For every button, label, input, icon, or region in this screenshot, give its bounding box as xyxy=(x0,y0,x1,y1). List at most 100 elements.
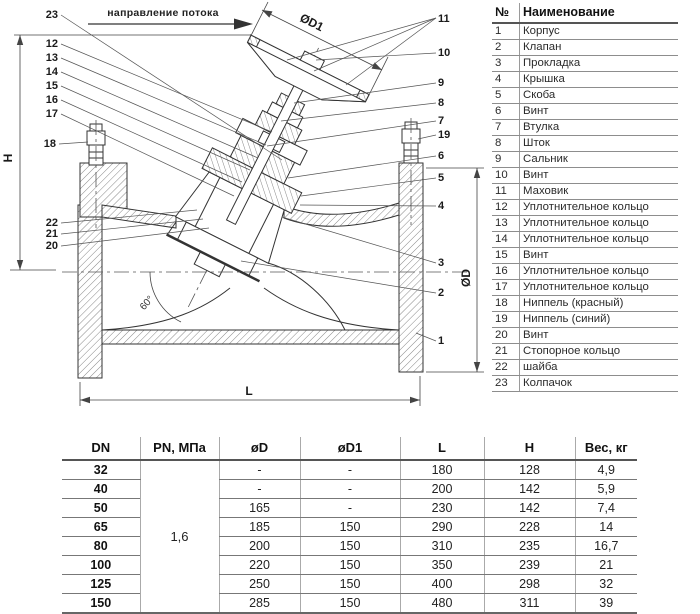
leader-lines xyxy=(58,14,437,342)
part-number: 3 xyxy=(492,55,520,72)
right-flange xyxy=(398,162,424,373)
callout-21: 21 xyxy=(46,228,58,240)
dims-cell: 200 xyxy=(399,479,484,499)
callout-5: 5 xyxy=(438,172,444,184)
interior-weir-right xyxy=(263,287,400,331)
dims-header-cell: Вес, кг xyxy=(574,437,637,461)
dims-cell: - xyxy=(218,479,300,499)
dims-cell: 125 xyxy=(62,574,140,594)
part-name: Сальник xyxy=(519,151,678,168)
part-name: Винт xyxy=(519,327,678,344)
dims-header-cell: H xyxy=(483,437,575,461)
callout-19: 19 xyxy=(438,129,450,141)
flow-direction-label: направление потока xyxy=(107,7,218,19)
interior-right-top xyxy=(267,262,346,331)
top-left-wall xyxy=(101,204,177,229)
parts-name-header: Наименование xyxy=(519,3,678,24)
dims-cell: 250 xyxy=(218,574,300,594)
callout-12: 12 xyxy=(46,38,58,50)
dimension-od xyxy=(426,167,484,373)
callout-6: 6 xyxy=(438,150,444,162)
dim-l-label: L xyxy=(245,384,252,398)
part-name: Стопорное кольцо xyxy=(519,343,678,360)
part-name: Корпус xyxy=(519,23,678,40)
part-number: 20 xyxy=(492,327,520,344)
part-name: Ниппель (красный) xyxy=(519,295,678,312)
dims-cell: 298 xyxy=(483,574,575,594)
dim-od1-label: ØD1 xyxy=(298,11,327,35)
part-name: Уплотнительное кольцо xyxy=(519,231,678,248)
callout-18: 18 xyxy=(44,138,56,150)
dims-cell: 150 xyxy=(299,517,400,537)
dims-header-cell: DN xyxy=(62,437,140,461)
part-name: Винт xyxy=(519,167,678,184)
part-name: Крышка xyxy=(519,71,678,88)
flow-direction: направление потока xyxy=(88,7,253,30)
dims-cell: 14 xyxy=(574,517,637,537)
dims-cell: 39 xyxy=(574,593,637,614)
dims-cell: 235 xyxy=(483,536,575,556)
callout-23: 23 xyxy=(46,9,58,21)
callout-13: 13 xyxy=(46,52,58,64)
dims-cell: 230 xyxy=(399,498,484,518)
dims-cell: 65 xyxy=(62,517,140,537)
callout-14: 14 xyxy=(46,66,59,78)
dims-cell: 350 xyxy=(399,555,484,575)
dims-cell: 142 xyxy=(483,479,575,499)
dim-h-label: H xyxy=(1,154,15,163)
part-number: 14 xyxy=(492,231,520,248)
dims-cell: 80 xyxy=(62,536,140,556)
valve-technical-drawing: направление потока H ØD L ØD1 xyxy=(1,1,484,406)
dims-cell: 310 xyxy=(399,536,484,556)
part-number: 22 xyxy=(492,359,520,376)
dims-cell: 5,9 xyxy=(574,479,637,499)
dims-cell: - xyxy=(218,460,300,480)
part-name: Винт xyxy=(519,247,678,264)
dims-cell: 32 xyxy=(62,460,140,480)
part-number: 2 xyxy=(492,39,520,56)
centerlines xyxy=(62,118,468,273)
interior-weir-left xyxy=(101,287,231,331)
part-number: 11 xyxy=(492,183,520,200)
part-number: 16 xyxy=(492,263,520,280)
part-number: 18 xyxy=(492,295,520,312)
callout-labels-right: 11 10 9 8 7 19 6 5 4 3 2 1 xyxy=(438,13,450,347)
part-name: Уплотнительное кольцо xyxy=(519,263,678,280)
callout-20: 20 xyxy=(46,240,58,252)
callout-2: 2 xyxy=(438,287,444,299)
part-number: 13 xyxy=(492,215,520,232)
angle-label: 60° xyxy=(138,294,156,313)
dimension-l xyxy=(79,376,421,406)
part-number: 1 xyxy=(492,23,520,40)
callout-15: 15 xyxy=(46,80,58,92)
dims-cell: 150 xyxy=(299,593,400,614)
dims-cell: 311 xyxy=(483,593,575,614)
callout-9: 9 xyxy=(438,77,444,89)
dims-cell: 40 xyxy=(62,479,140,499)
part-number: 19 xyxy=(492,311,520,328)
dims-cell: 150 xyxy=(299,574,400,594)
dims-cell: 7,4 xyxy=(574,498,637,518)
dims-cell: 220 xyxy=(218,555,300,575)
